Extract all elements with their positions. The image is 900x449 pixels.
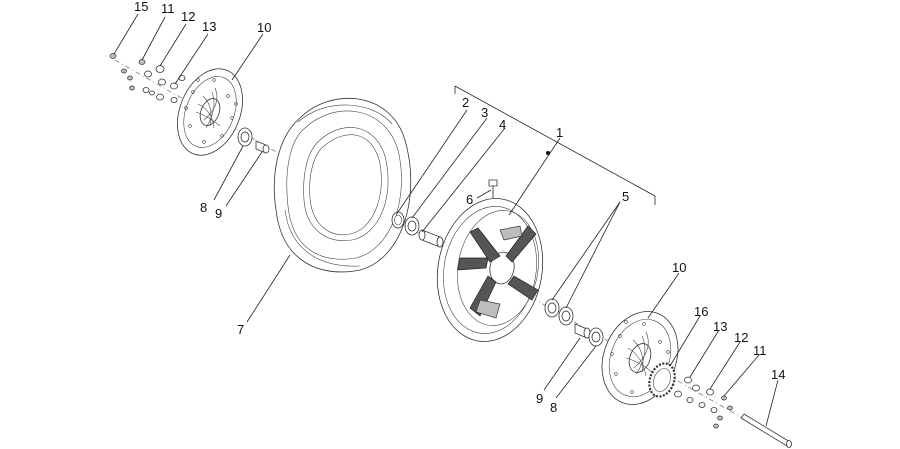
callout-12-left: 12 bbox=[181, 9, 195, 24]
valve-screw bbox=[488, 179, 498, 198]
left-disc-fasteners bbox=[109, 53, 186, 103]
left-bearing bbox=[237, 127, 253, 147]
callout-3: 3 bbox=[481, 105, 488, 120]
right-bearing-1 bbox=[544, 298, 560, 318]
wheel-rim bbox=[436, 198, 544, 342]
circlip bbox=[391, 211, 405, 229]
right-disc-fasteners bbox=[674, 376, 733, 429]
callout-8-right: 8 bbox=[550, 400, 557, 415]
callout-2: 2 bbox=[462, 95, 469, 110]
abs-tone-ring bbox=[648, 362, 676, 398]
right-spacer bbox=[574, 323, 591, 339]
callout-5: 5 bbox=[622, 189, 629, 204]
callout-6: 6 bbox=[466, 192, 473, 207]
callout-9-left: 9 bbox=[215, 206, 222, 221]
tyre bbox=[273, 98, 412, 273]
callout-1: 1 bbox=[556, 125, 563, 140]
left-spacer bbox=[255, 140, 270, 154]
leader-lines bbox=[113, 13, 779, 427]
callout-11-right: 11 bbox=[753, 343, 767, 358]
group-bracket bbox=[454, 85, 656, 205]
callout-13-left: 13 bbox=[202, 19, 216, 34]
callout-4: 4 bbox=[499, 117, 506, 132]
right-brake-disc bbox=[601, 311, 679, 405]
callout-13-right: 13 bbox=[713, 319, 727, 334]
callout-12-right: 12 bbox=[734, 330, 748, 345]
right-bearing-2 bbox=[558, 306, 574, 326]
callout-9-right: 9 bbox=[536, 391, 543, 406]
callout-11-left: 11 bbox=[161, 1, 175, 16]
left-brake-disc bbox=[177, 68, 243, 156]
bracket-dot bbox=[546, 151, 550, 155]
callout-labels: 15 11 12 13 10 8 9 7 2 3 4 1 6 5 10 16 1… bbox=[134, 0, 785, 415]
callout-15: 15 bbox=[134, 0, 148, 14]
callout-14: 14 bbox=[771, 367, 785, 382]
callout-10-right: 10 bbox=[672, 260, 686, 275]
wheel-axle bbox=[740, 413, 792, 448]
callout-8-left: 8 bbox=[200, 200, 207, 215]
inner-sleeve bbox=[418, 229, 444, 248]
right-bearing bbox=[588, 327, 604, 347]
hub-bearing bbox=[404, 216, 420, 236]
callout-10-left: 10 bbox=[257, 20, 271, 35]
callout-16: 16 bbox=[694, 304, 708, 319]
callout-7: 7 bbox=[237, 322, 244, 337]
